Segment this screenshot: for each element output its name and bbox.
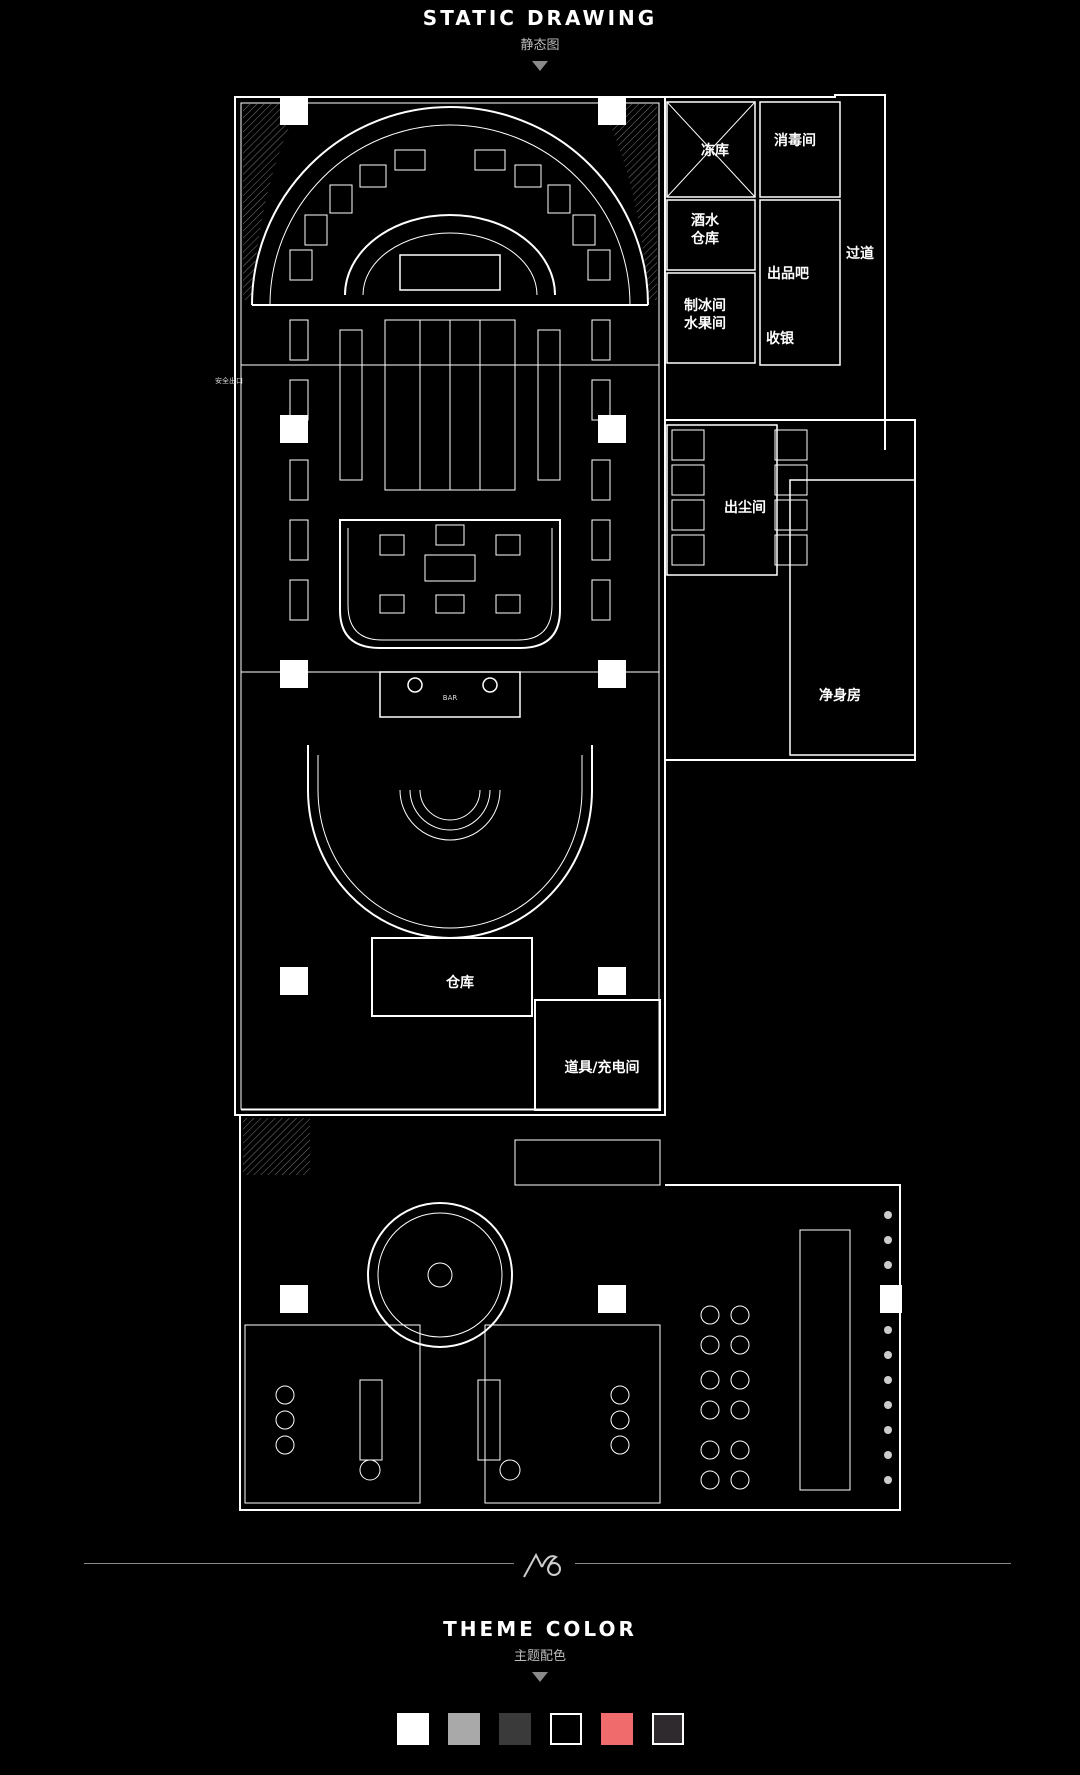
color-swatch-3	[498, 1713, 531, 1745]
section-subtitle: 静态图	[520, 38, 560, 53]
lounge-seating	[275, 1379, 630, 1481]
room-aisle: 过道	[846, 245, 874, 262]
room-prop: 道具/充电间	[564, 1059, 639, 1076]
divider-left	[84, 1563, 514, 1564]
lower-arc-zone	[307, 745, 593, 939]
theme-subtitle: 主题配色	[513, 1649, 566, 1664]
color-swatches	[0, 1713, 1080, 1745]
central-table-grid	[289, 319, 611, 621]
room-ice-fruit: 制冰间水果间	[684, 297, 726, 332]
color-swatch-5	[600, 1713, 633, 1745]
room-freezer: 冻库	[701, 142, 729, 159]
bar-counter	[379, 671, 521, 718]
color-swatch-4	[549, 1713, 582, 1745]
bar-label: BAR	[443, 694, 458, 702]
safe-exit-label: 安全出口	[215, 376, 243, 385]
color-swatch-1	[396, 1713, 429, 1745]
hatched-corner-left	[243, 104, 300, 300]
hatched-corner-bottom	[243, 1118, 310, 1175]
divider-right	[575, 1563, 1011, 1564]
toilet-stalls	[671, 429, 808, 566]
lower-lounge	[244, 1139, 661, 1504]
arrow-down-icon	[532, 61, 548, 71]
room-purify: 净身房	[819, 687, 861, 704]
theme-title: THEME COLOR	[443, 1617, 637, 1641]
stage-tables	[379, 524, 521, 614]
room-warehouse: 仓库	[445, 974, 474, 991]
room-cashier: 收银	[766, 330, 795, 347]
cafe-tables	[700, 1229, 851, 1491]
top-arc-booths	[289, 149, 611, 281]
top-arc-zone	[251, 106, 649, 306]
arrow-down-icon	[532, 1672, 548, 1682]
service-rooms	[666, 101, 916, 756]
color-swatch-6	[651, 1713, 684, 1745]
room-labels: 冻库 消毒间 酒水仓库 过道 出品吧 制冰间水果间 收银 出尘间 净身房 仓库 …	[215, 132, 874, 1076]
theme-color-header: THEME COLOR 主题配色	[0, 1617, 1080, 1682]
static-drawing-header: STATIC DRAWING 静态图	[0, 6, 1080, 71]
hatched-corner-right	[600, 104, 657, 300]
room-wine-storage: 酒水仓库	[690, 212, 720, 247]
room-disinfection: 消毒间	[774, 132, 816, 149]
color-swatch-2	[447, 1713, 480, 1745]
brand-logo-icon	[523, 1552, 562, 1578]
building-outline	[234, 94, 916, 1511]
perimeter-plants	[884, 1211, 892, 1484]
storage-rooms	[371, 937, 661, 1111]
middle-stage-zone	[339, 519, 561, 649]
section-title: STATIC DRAWING	[422, 6, 658, 30]
room-dust: 出尘间	[724, 499, 766, 516]
room-bar-outlet: 出品吧	[767, 265, 809, 282]
